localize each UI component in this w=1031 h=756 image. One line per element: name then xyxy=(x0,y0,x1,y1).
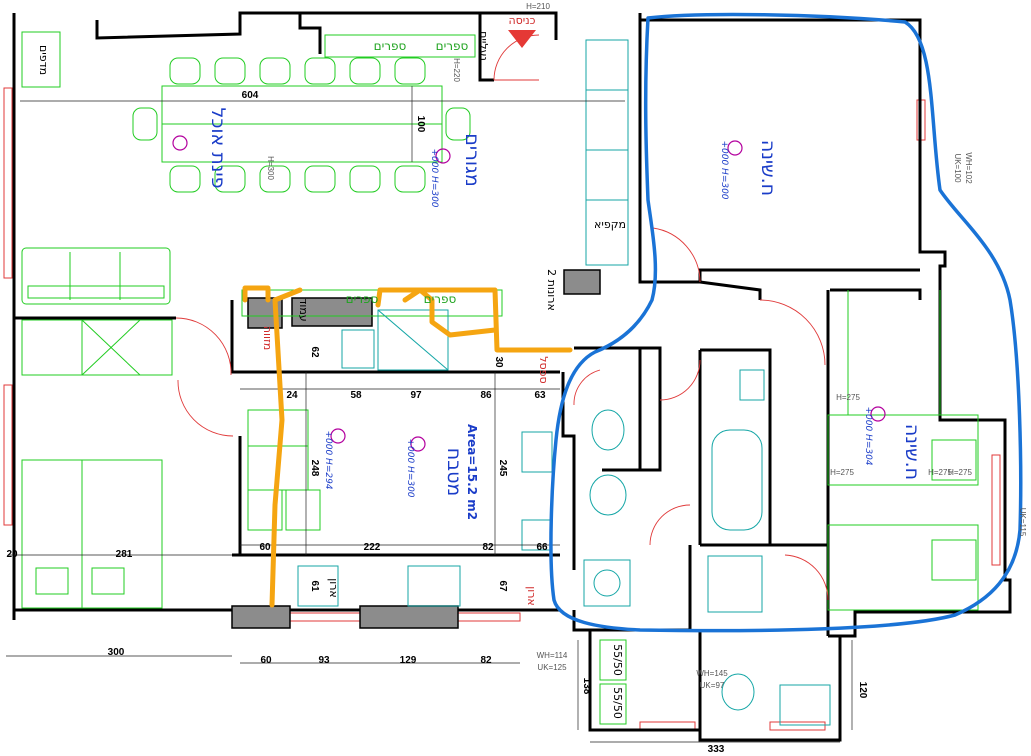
svg-text:H=275: H=275 xyxy=(836,393,860,402)
svg-text:97: 97 xyxy=(410,390,422,401)
svg-text:60: 60 xyxy=(259,542,271,553)
dining-table xyxy=(132,57,471,193)
label-wc-cab1: 55/50 xyxy=(611,644,624,676)
svg-text:138: 138 xyxy=(581,678,592,695)
walls xyxy=(12,11,1012,742)
svg-text:WH=102: WH=102 xyxy=(964,152,973,184)
svg-text:248: 248 xyxy=(309,460,320,477)
level-kitchen1: +000 H=294 xyxy=(323,430,333,489)
svg-text:H=300: H=300 xyxy=(266,156,275,180)
svg-text:UK=97: UK=97 xyxy=(700,681,725,690)
label-pantry: מזווה xyxy=(261,326,274,350)
label-books4: ספרים xyxy=(424,292,457,306)
grey-wall-blocks xyxy=(231,269,601,629)
label-column: עמוד xyxy=(297,298,310,321)
svg-text:82: 82 xyxy=(480,655,492,666)
svg-text:WH=145: WH=145 xyxy=(696,669,728,678)
svg-text:120: 120 xyxy=(857,682,868,699)
svg-text:H=210: H=210 xyxy=(526,2,550,11)
small-annotations: H=210 H=220 H=300 WH=102 UK=100 H=275 H=… xyxy=(266,2,1027,690)
svg-text:333: 333 xyxy=(708,744,725,755)
level-living: +000 H=300 xyxy=(429,148,439,207)
svg-text:66: 66 xyxy=(536,542,548,553)
label-books1: ספרים xyxy=(374,39,407,53)
kitchen-area: Area=15.2 m2 xyxy=(465,424,479,520)
svg-text:62: 62 xyxy=(309,346,320,358)
fixture-labels: כניסה ספרים ספרים ספרים ספרים נעליים מדפ… xyxy=(37,14,626,719)
windows xyxy=(3,87,1001,731)
svg-text:WH=114: WH=114 xyxy=(537,651,568,660)
svg-text:60: 60 xyxy=(260,655,272,666)
svg-text:UK=125: UK=125 xyxy=(537,663,567,672)
label-books3: ספרים xyxy=(346,292,379,306)
svg-text:100: 100 xyxy=(415,116,426,133)
svg-text:UK=115: UK=115 xyxy=(1018,508,1027,537)
tv-cabinet xyxy=(21,319,173,376)
svg-text:20: 20 xyxy=(6,549,18,560)
svg-text:86: 86 xyxy=(480,390,492,401)
svg-text:281: 281 xyxy=(116,549,133,560)
label-cabinet1: ארון xyxy=(327,578,340,598)
sofa xyxy=(21,247,171,305)
label-wc-cab2: 55/50 xyxy=(611,687,624,719)
entrance-arrow-icon xyxy=(508,30,536,48)
level-markers: +000 H=300 +000 H=300 +000 H=304 +000 H=… xyxy=(172,135,886,498)
svg-text:63: 63 xyxy=(534,390,546,401)
svg-text:24: 24 xyxy=(286,390,298,401)
svg-text:58: 58 xyxy=(350,390,362,401)
label-books2: ספרים xyxy=(436,39,469,53)
svg-text:H=275: H=275 xyxy=(928,468,952,477)
label-shoes: נעליים xyxy=(477,31,490,61)
orange-annotations xyxy=(242,285,573,608)
svg-text:61: 61 xyxy=(309,580,320,592)
label-freezer: מקפיא xyxy=(594,218,626,231)
svg-text:222: 222 xyxy=(364,542,381,553)
room-bedroom1: ח.שינה xyxy=(757,140,779,196)
label-entrance: כניסה xyxy=(508,14,535,27)
svg-text:30: 30 xyxy=(493,356,504,368)
shelves-top xyxy=(21,31,476,88)
room-living: מגורים xyxy=(461,133,483,187)
label-cabinet2: ארון xyxy=(525,586,538,606)
label-shelves: מדפים xyxy=(37,45,50,75)
svg-text:82: 82 xyxy=(482,542,494,553)
svg-text:H=275: H=275 xyxy=(948,468,972,477)
svg-text:245: 245 xyxy=(497,460,508,477)
svg-text:129: 129 xyxy=(400,655,417,666)
room-bedroom2: ח.שינה xyxy=(901,424,923,480)
svg-text:H=220: H=220 xyxy=(452,58,461,82)
bathroom-fixtures xyxy=(583,369,831,726)
room-kitchen: מטבח xyxy=(443,448,465,497)
dimension-values: 604 100 24 58 97 86 63 30 62 248 245 60 … xyxy=(6,90,868,755)
svg-text:H=275: H=275 xyxy=(830,468,854,477)
level-bed2: +000 H=304 xyxy=(863,406,873,465)
level-kitchen2: +000 H=300 xyxy=(405,438,415,497)
bed-left xyxy=(21,459,163,609)
room-dining: פינת אוכל xyxy=(207,108,229,189)
room-labels: פינת אוכל מגורים ח.שינה ח.שינה מטבח Area… xyxy=(207,108,923,521)
svg-text:67: 67 xyxy=(497,580,508,592)
svg-text:604: 604 xyxy=(242,90,259,101)
svg-text:UK=100: UK=100 xyxy=(953,153,962,183)
level-bed1: +000 H=300 xyxy=(719,140,729,199)
label-closets: 2 ארונות xyxy=(545,269,558,311)
bedroom-right-furniture xyxy=(827,290,979,611)
label-bench: ספסל xyxy=(537,356,550,383)
svg-text:300: 300 xyxy=(108,647,125,658)
highlight-outline xyxy=(549,12,1023,633)
svg-text:93: 93 xyxy=(318,655,330,666)
dimension-lines xyxy=(6,86,853,743)
doors xyxy=(175,34,829,601)
